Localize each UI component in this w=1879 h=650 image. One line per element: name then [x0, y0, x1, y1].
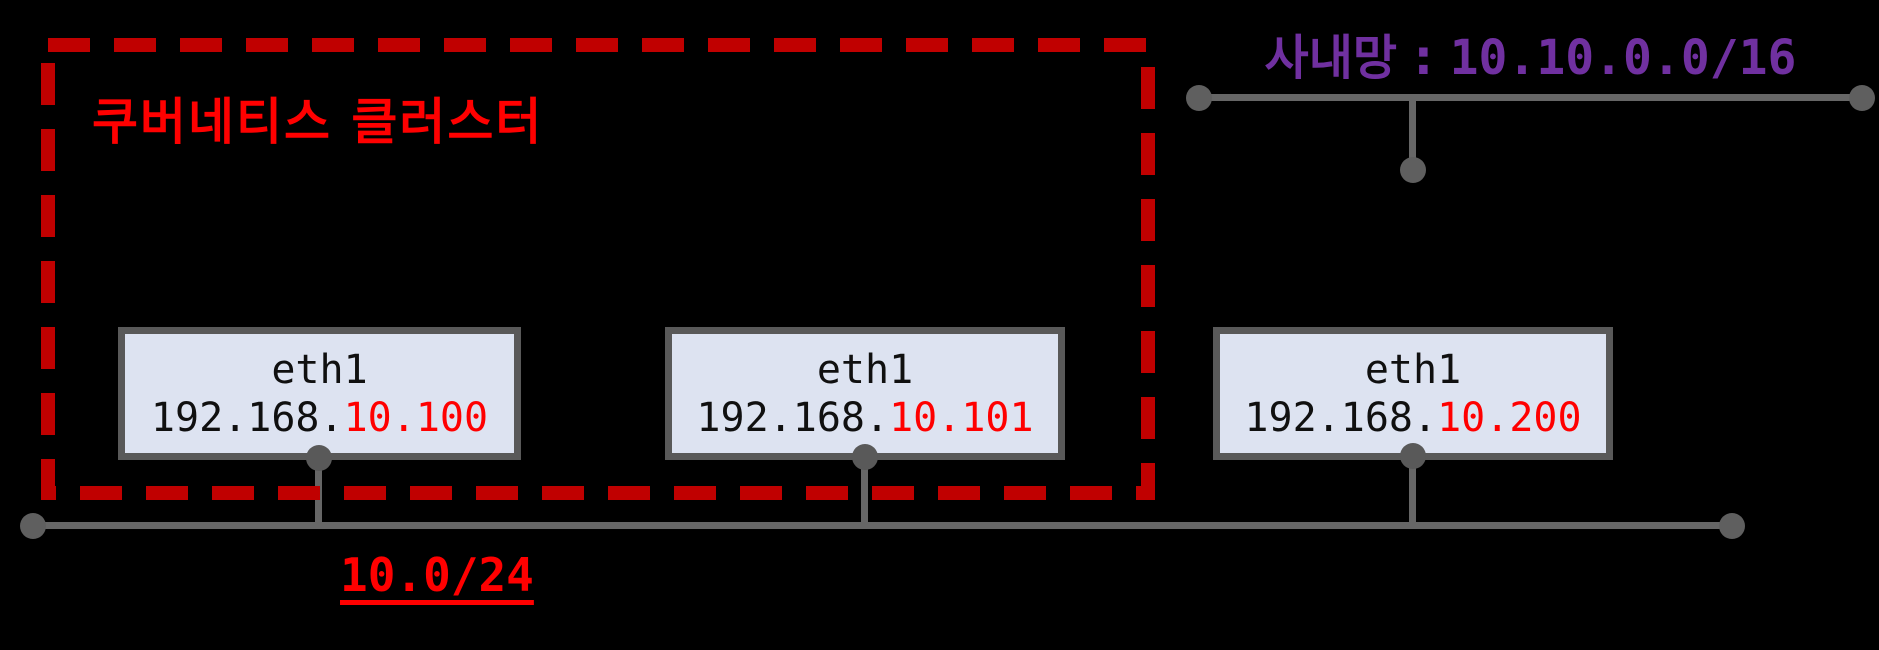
corp-network-label: 사내망 : 10.10.0.0/16	[1199, 18, 1862, 88]
corp-stub-endpoint-dot	[1400, 157, 1426, 183]
node1-connector-dot	[306, 445, 332, 471]
node2-ip-address: 192.168.10.101	[696, 394, 1033, 442]
corp-network-name: 사내망	[1264, 30, 1398, 86]
corp-network-stub-line	[1409, 98, 1416, 170]
node3-interface-label: eth1	[1364, 346, 1462, 393]
node1-eth1-box: eth1 192.168.10.100	[118, 327, 521, 460]
corp-bus-right-endpoint-dot	[1849, 85, 1875, 111]
node-network-bus-line	[33, 522, 1732, 529]
cluster-title: 쿠버네티스 클러스터	[92, 93, 544, 151]
corp-bus-left-endpoint-dot	[1186, 85, 1212, 111]
node-bus-left-endpoint-dot	[20, 513, 46, 539]
node2-connector-dot	[852, 444, 878, 470]
node3-connector-dot	[1400, 443, 1426, 469]
node2-ip-prefix: 192.168.	[696, 394, 890, 441]
node2-eth1-box: eth1 192.168.10.101	[665, 327, 1065, 460]
node-bus-right-endpoint-dot	[1719, 513, 1745, 539]
node2-ip-highlight: 10.101	[889, 394, 1034, 441]
node1-ip-prefix: 192.168.	[150, 394, 344, 441]
node3-ip-highlight: 10.200	[1437, 394, 1582, 441]
node3-eth1-box: eth1 192.168.10.200	[1213, 327, 1613, 460]
node3-ip-address: 192.168.10.200	[1244, 394, 1581, 442]
node1-ip-highlight: 10.100	[343, 394, 489, 441]
corp-network-bus-line	[1199, 94, 1862, 101]
node3-ip-prefix: 192.168.	[1244, 394, 1438, 441]
corp-network-cidr: 10.10.0.0/16	[1449, 30, 1797, 86]
node3-connector-line	[1409, 452, 1416, 528]
node2-interface-label: eth1	[816, 346, 914, 393]
node-network-subnet-label: 10.0/24	[340, 548, 534, 602]
node1-ip-address: 192.168.10.100	[151, 394, 488, 442]
node1-interface-label: eth1	[271, 346, 368, 393]
corp-network-separator: :	[1397, 30, 1450, 86]
